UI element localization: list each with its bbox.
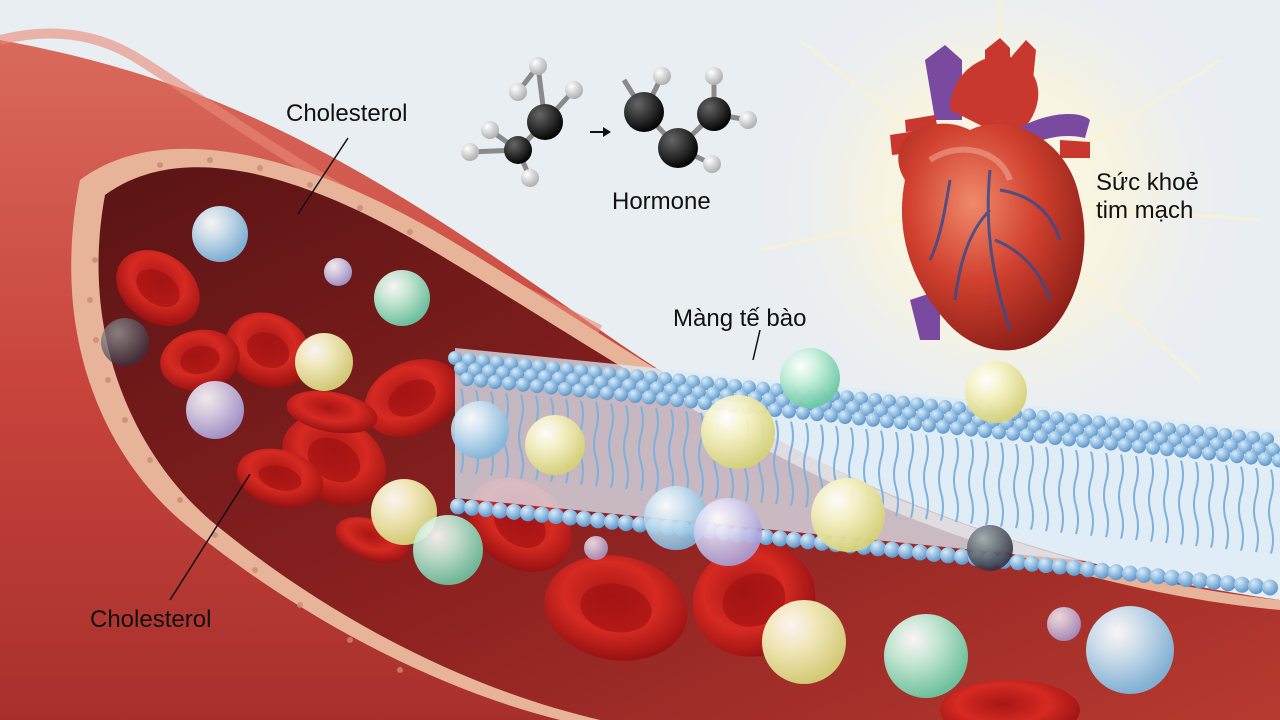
leader-line-cell-membrane xyxy=(752,329,761,361)
red-blood-cell xyxy=(286,390,378,434)
cholesterol-particle xyxy=(644,486,708,550)
heart-health-label: Sức khoẻ tim mạch xyxy=(1096,169,1236,224)
cholesterol-particle xyxy=(780,348,840,408)
cholesterol-particle xyxy=(1086,606,1174,694)
heart-health-label-line2: tim mạch xyxy=(1096,196,1194,224)
red-blood-cell xyxy=(544,555,688,661)
leader-line-cholesterol-bottom xyxy=(169,473,251,601)
cholesterol-particle xyxy=(965,361,1027,423)
hormone-label: Hormone xyxy=(612,188,711,215)
cholesterol-particle xyxy=(451,401,509,459)
red-blood-cell xyxy=(116,250,200,326)
cholesterol-particle xyxy=(694,498,762,566)
red-blood-cell xyxy=(160,329,240,391)
cholesterol-particle xyxy=(525,415,585,475)
cholesterol-particle xyxy=(101,318,149,366)
cholesterol-particle xyxy=(762,600,846,684)
cholesterol-particle xyxy=(413,515,483,585)
cholesterol-particle xyxy=(324,258,352,286)
heart-illustration xyxy=(890,38,1090,351)
red-blood-cell xyxy=(236,448,324,508)
cholesterol-particle xyxy=(967,525,1013,571)
cholesterol-particle xyxy=(811,478,885,552)
cholesterol-particle xyxy=(374,270,430,326)
cholesterol-particle xyxy=(884,614,968,698)
cholesterol-label-bottom: Cholesterol xyxy=(90,606,212,633)
cholesterol-particle xyxy=(1047,607,1081,641)
leader-lines xyxy=(169,137,761,601)
hormone-molecule xyxy=(461,57,583,187)
hormone-molecule xyxy=(621,67,757,173)
cholesterol-particle xyxy=(701,395,775,469)
cholesterol-particles xyxy=(101,206,1174,698)
leader-line-cholesterol-top xyxy=(297,137,349,215)
red-blood-cell xyxy=(940,680,1080,720)
vessel-wall-texture xyxy=(87,157,413,673)
red-blood-cell xyxy=(225,312,311,388)
red-blood-cell xyxy=(364,359,460,437)
cholesterol-particle xyxy=(584,536,608,560)
cholesterol-particle xyxy=(186,381,244,439)
cholesterol-particle xyxy=(192,206,248,262)
reaction-arrow-icon xyxy=(590,127,611,137)
cell-membrane-label: Màng tế bào xyxy=(673,305,807,332)
cholesterol-particle xyxy=(295,333,353,391)
heart-health-label-line1: Sức khoẻ xyxy=(1096,169,1199,196)
cholesterol-label-top: Cholesterol xyxy=(286,100,408,127)
